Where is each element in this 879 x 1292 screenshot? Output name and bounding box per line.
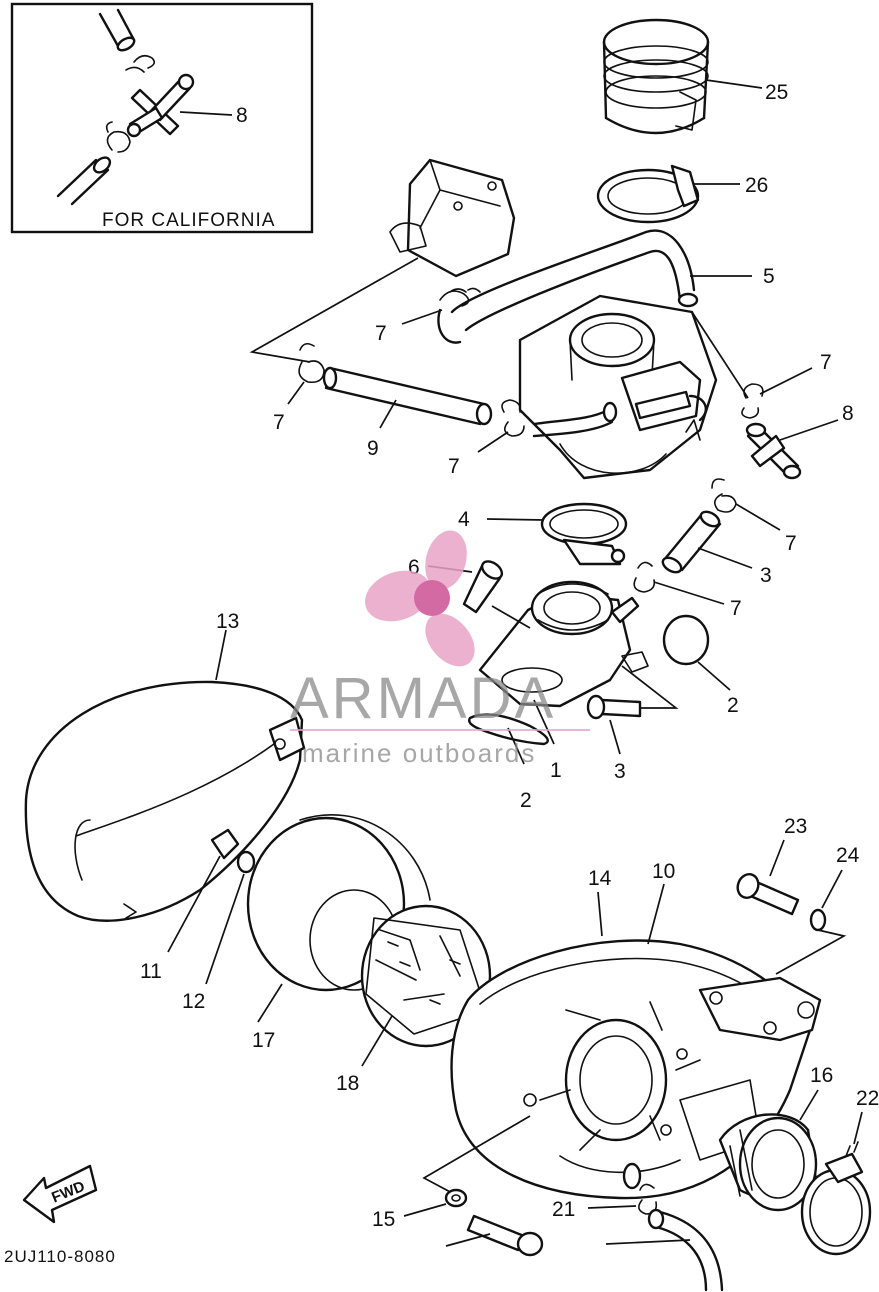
ref-line-case: [422, 1115, 531, 1195]
element-guide-12: [360, 904, 492, 1048]
callout-7-b: 7: [273, 411, 285, 434]
bolt-3-lower: [586, 694, 642, 720]
callout-22: 21: [552, 1198, 575, 1221]
clip-7-e: [711, 478, 737, 513]
callout-16: 15: [372, 1208, 395, 1231]
callout-24: 24: [836, 844, 860, 867]
ref-line-vapor: [249, 257, 419, 363]
callout-18: 22: [856, 1087, 879, 1110]
inset-california: 8 FOR CALIFORNIA: [10, 2, 314, 234]
carburetor: [518, 294, 718, 480]
callout-7-f: 7: [730, 597, 742, 620]
ref-line-bolt: [775, 929, 847, 975]
callout-8-inset: 8: [236, 104, 248, 127]
inset-frame: [10, 2, 314, 234]
callout-3-lower: 3: [614, 760, 626, 783]
callout-7-a: 7: [375, 322, 387, 345]
bolt-23: [736, 873, 800, 916]
drawing-code: 2UJ110-8080: [4, 1247, 116, 1266]
callout-7-c: 7: [448, 455, 460, 478]
callout-4: 4: [458, 508, 470, 531]
clip-7-c: [501, 399, 525, 437]
hose-6: [661, 510, 722, 574]
inset-joint: [126, 73, 195, 138]
inset-hose-lower: [56, 156, 112, 206]
clip-7-a: [439, 287, 481, 307]
bolt-3-upper: [462, 560, 504, 614]
vapor-case: [389, 158, 516, 278]
hose-9: [322, 366, 493, 426]
clip-7-f: [633, 561, 656, 593]
joint-17: [718, 1113, 818, 1212]
fwd-arrow-icon: FWD: [22, 1164, 98, 1224]
inset-hose-upper: [98, 8, 136, 52]
drain-hose-21: [647, 1208, 724, 1292]
callout-12: 18: [336, 1072, 359, 1095]
clamp-4: [540, 502, 628, 566]
hose-5: [437, 229, 699, 344]
o-ring-2-right: [662, 614, 710, 666]
manifold: [478, 580, 649, 708]
ref-line-hose5: [691, 311, 749, 399]
callout-23: 23: [784, 815, 807, 838]
air-case-10: [450, 939, 822, 1200]
watermark-subtitle: marine outboards: [302, 738, 536, 768]
callout-13: 13: [216, 610, 239, 633]
washer-24: [809, 908, 827, 932]
ref-line-manifold: [491, 605, 679, 709]
clip-7-d: [741, 383, 764, 419]
callout-3-upper: 6: [408, 556, 420, 579]
clip-22: [638, 1183, 658, 1215]
bolt-15: [466, 1214, 544, 1257]
callout-1: 1: [550, 759, 562, 782]
callout-8-main: 8: [842, 402, 854, 425]
callout-20: 11: [140, 960, 162, 983]
callout-2-lower: 2: [520, 789, 532, 812]
propeller-logo-icon: [365, 530, 475, 667]
callout-25: 25: [765, 81, 788, 104]
inset-clip-lower: [105, 121, 131, 153]
callout-14: 14: [588, 867, 612, 890]
callout-2-right: 2: [727, 694, 739, 717]
callout-9: 9: [367, 437, 379, 460]
filter-element-11: [246, 814, 431, 992]
inset-clip-upper: [125, 54, 156, 73]
part-26-band: [596, 164, 700, 224]
callout-17: 16: [810, 1064, 833, 1087]
callout-7-e: 7: [785, 532, 797, 555]
watermark: ARMADA marine outboards: [290, 530, 590, 768]
watermark-title: ARMADA: [290, 666, 556, 731]
cover-13: [24, 680, 306, 922]
callout-7-d: 7: [820, 351, 832, 374]
washer-16: [444, 1188, 468, 1208]
part-25-joint: [602, 18, 710, 135]
damper-20: [210, 828, 240, 860]
joint-8: [745, 422, 802, 480]
inset-label: FOR CALIFORNIA: [102, 210, 275, 231]
callout-19: 12: [182, 990, 205, 1013]
band-18: [800, 1141, 872, 1256]
callout-26: 26: [745, 174, 768, 197]
callout-6: 3: [760, 564, 772, 587]
clip-7-b: [298, 342, 325, 384]
callout-11: 17: [252, 1029, 275, 1052]
callout-10: 10: [652, 860, 675, 883]
washer-19: [236, 850, 256, 874]
callout-5: 5: [763, 265, 775, 288]
